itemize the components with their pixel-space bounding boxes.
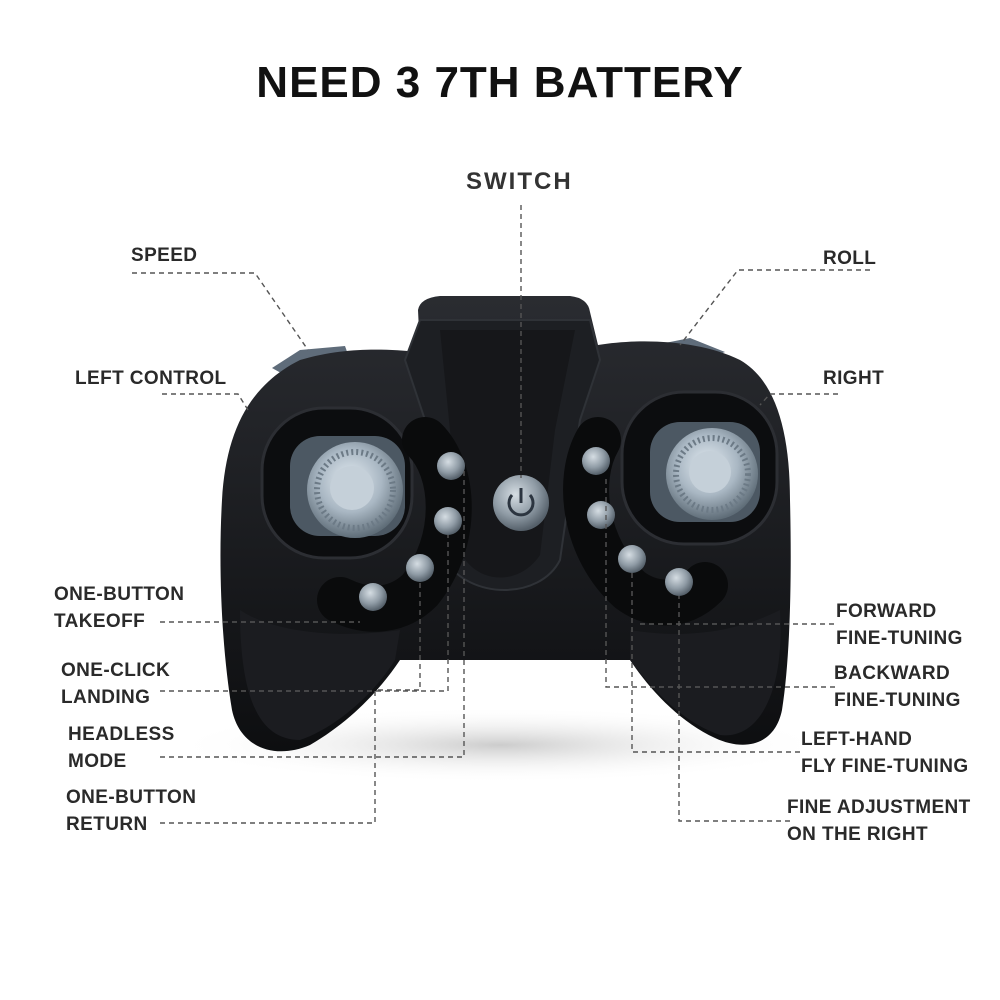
label-line: FORWARD bbox=[836, 601, 937, 622]
label-roll: ROLL bbox=[823, 248, 877, 269]
label-line: RETURN bbox=[66, 814, 148, 835]
label-line: FINE-TUNING bbox=[836, 628, 963, 649]
one-click-landing-button bbox=[434, 507, 462, 535]
label-backward-fine-tuning: BACKWARD FINE-TUNING bbox=[834, 660, 961, 714]
one-button-return-button bbox=[406, 554, 434, 582]
label-line: ON THE RIGHT bbox=[787, 824, 928, 845]
label-line: LANDING bbox=[61, 687, 151, 708]
label-speed: SPEED bbox=[131, 245, 198, 266]
label-line: BACKWARD bbox=[834, 663, 951, 684]
label-headless-mode: HEADLESS MODE bbox=[68, 721, 175, 775]
right-button-track bbox=[563, 417, 728, 626]
forward-fine-tuning-button bbox=[582, 447, 610, 475]
right-fine-adjustment-button bbox=[665, 568, 693, 596]
label-switch: SWITCH bbox=[466, 168, 573, 195]
label-one-button-takeoff: ONE-BUTTON TAKEOFF bbox=[54, 581, 184, 635]
label-line: ONE-BUTTON bbox=[66, 787, 197, 808]
label-line: FINE-TUNING bbox=[834, 690, 961, 711]
headless-mode-button bbox=[437, 452, 465, 480]
label-one-click-landing: ONE-CLICK LANDING bbox=[61, 657, 170, 711]
label-right: RIGHT bbox=[823, 368, 885, 389]
one-button-takeoff-button bbox=[359, 583, 387, 611]
label-forward-fine-tuning: FORWARD FINE-TUNING bbox=[836, 598, 963, 652]
label-left-control: LEFT CONTROL bbox=[75, 368, 227, 389]
left-hand-fine-tuning-button bbox=[618, 545, 646, 573]
label-line: ONE-BUTTON bbox=[54, 584, 185, 605]
label-line: ONE-CLICK bbox=[61, 660, 171, 681]
label-line: TAKEOFF bbox=[54, 611, 146, 632]
label-line: HEADLESS bbox=[68, 724, 175, 745]
label-one-button-return: ONE-BUTTON RETURN bbox=[66, 784, 196, 838]
page-title: NEED 3 7TH BATTERY bbox=[256, 58, 744, 107]
label-line: MODE bbox=[68, 751, 127, 772]
label-line: LEFT-HAND bbox=[801, 729, 913, 750]
leader-lines bbox=[132, 205, 870, 824]
backward-fine-tuning-button bbox=[587, 501, 615, 529]
label-fine-adjustment-right: FINE ADJUSTMENT ON THE RIGHT bbox=[787, 794, 971, 848]
label-left-hand-fly-fine-tuning: LEFT-HAND FLY FINE-TUNING bbox=[801, 726, 969, 780]
label-line: FLY FINE-TUNING bbox=[801, 756, 969, 777]
power-icon bbox=[507, 494, 535, 517]
label-line: FINE ADJUSTMENT bbox=[787, 797, 971, 818]
